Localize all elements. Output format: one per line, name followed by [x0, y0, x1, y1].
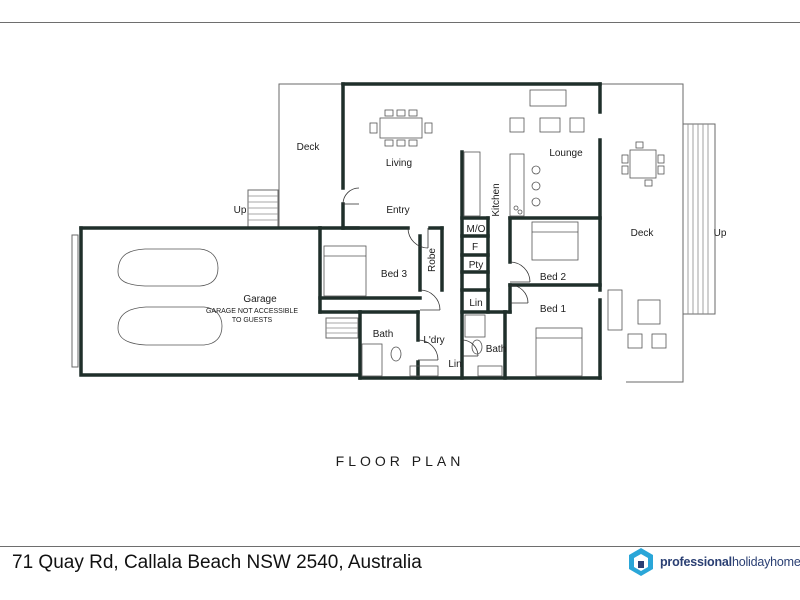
label-kitchen: Kitchen [491, 183, 502, 216]
room-labels: Deck Up Living Lounge Entry Kitchen M/O … [206, 142, 727, 370]
label-up-right: Up [714, 228, 727, 239]
walls [79, 82, 602, 380]
label-microwave: M/O [467, 224, 486, 235]
deck-outlines [71, 83, 716, 383]
label-laundry: L'dry [423, 335, 444, 346]
label-bed1: Bed 1 [540, 304, 567, 315]
brand-name-part1: professional [660, 555, 732, 569]
label-bed2: Bed 2 [540, 272, 567, 283]
brand-logo: professionalholidayhomes [628, 545, 800, 579]
floor-plan-caption: FLOOR PLAN [335, 453, 465, 469]
label-lounge: Lounge [549, 148, 583, 159]
label-fridge: F [472, 242, 478, 253]
brand-name: professionalholidayhomes [660, 555, 800, 569]
property-address: 71 Quay Rd, Callala Beach NSW 2540, Aust… [12, 552, 422, 573]
house-hexagon-icon [629, 548, 653, 576]
top-divider [0, 22, 800, 23]
label-robe: Robe [427, 248, 438, 272]
label-bath-left: Bath [373, 329, 394, 340]
bottom-divider [0, 546, 800, 547]
label-deck-right: Deck [631, 228, 655, 239]
label-deck-left: Deck [297, 142, 321, 153]
brand-name-part2: holidayhomes [731, 555, 800, 569]
label-linen-upper: Lin [469, 298, 482, 309]
label-garage-note-2: TO GUESTS [232, 317, 273, 324]
label-linen-lower: Lin [448, 359, 461, 370]
label-garage-note-1: GARAGE NOT ACCESSIBLE [206, 308, 298, 315]
stair-treads [248, 124, 709, 334]
label-bath-right: Bath [486, 344, 507, 355]
furniture [117, 89, 667, 377]
label-pantry: Pty [469, 260, 483, 271]
label-up-left: Up [234, 205, 247, 216]
label-living: Living [386, 158, 412, 169]
label-entry: Entry [386, 205, 409, 216]
label-garage: Garage [243, 294, 277, 305]
label-bed3: Bed 3 [381, 269, 408, 280]
